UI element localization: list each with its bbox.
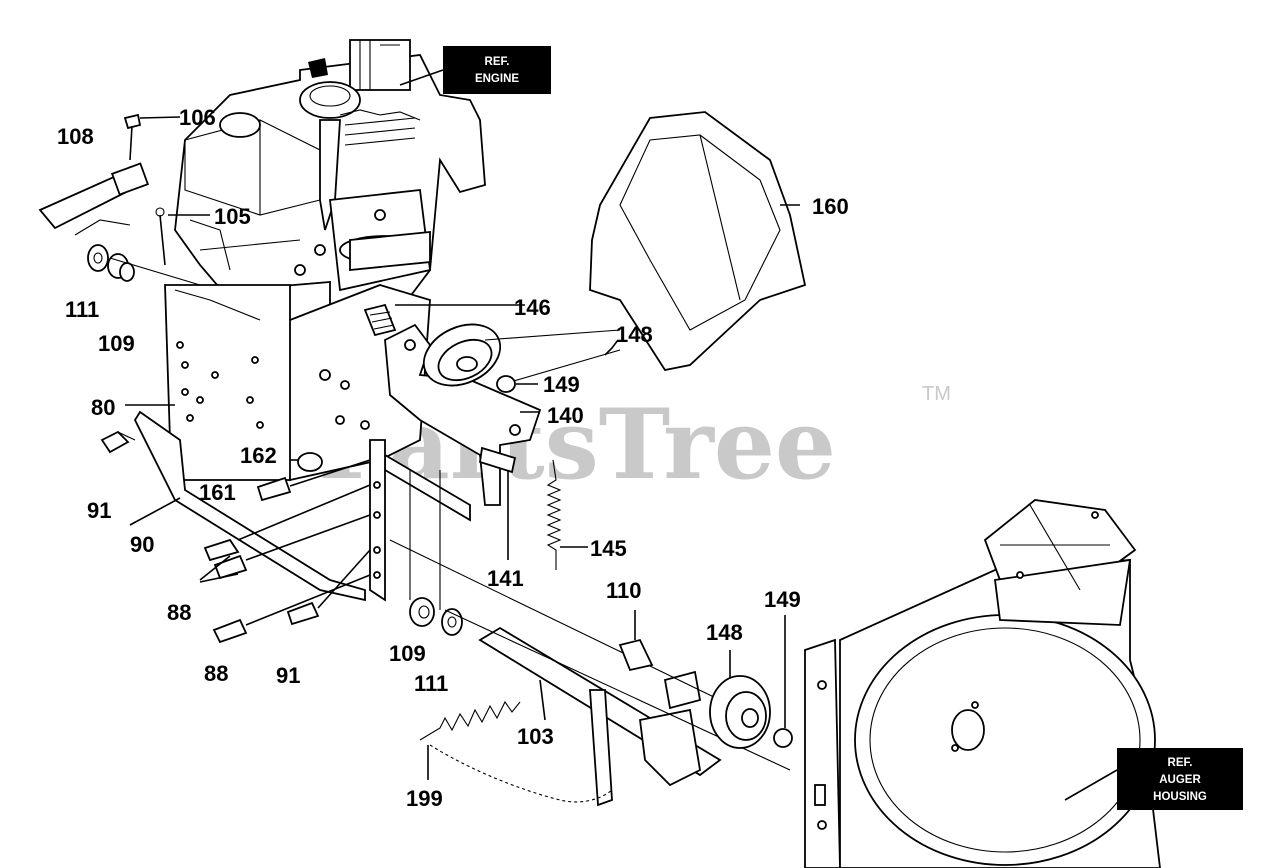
label-140: 140 (547, 403, 584, 428)
part-148-pulley-top (422, 323, 621, 387)
part-91-bolt-top (100, 430, 136, 454)
part-199-spring (419, 700, 613, 803)
ref-engine-line1: REF. (485, 56, 510, 68)
side-frame (289, 284, 471, 602)
part-91-bolt-lower (286, 549, 371, 626)
label-149-top: 149 (543, 372, 580, 397)
part-88-bolt-lower (212, 574, 371, 644)
part-111-washer-top (87, 244, 109, 272)
leader-148-top (604, 339, 619, 356)
label-141: 141 (487, 566, 524, 591)
part-labels: 108 106 105 111 109 146 148 149 140 160 … (57, 105, 849, 811)
ref-engine-line2: ENGINE (475, 73, 519, 85)
part-109-bushing-top (107, 253, 135, 282)
part-90-bracket (129, 410, 366, 602)
ref-engine-box: REF. ENGINE (399, 46, 551, 94)
label-88-upper: 88 (167, 600, 191, 625)
label-162: 162 (240, 443, 277, 468)
part-148-pulley-lower (709, 650, 771, 749)
label-105: 105 (214, 204, 251, 229)
watermark-tm: TM (922, 383, 951, 405)
part-88-bolts-upper (199, 484, 371, 583)
label-106: 106 (179, 105, 216, 130)
label-146: 146 (514, 295, 551, 320)
label-149-lower: 149 (764, 587, 801, 612)
label-199: 199 (406, 786, 443, 811)
label-109-lower: 109 (389, 641, 426, 666)
ref-auger-line3: HOUSING (1153, 791, 1207, 803)
label-110: 110 (606, 578, 642, 603)
label-80: 80 (91, 395, 115, 420)
label-148-lower: 148 (706, 620, 743, 645)
ref-auger-housing-box: REF. AUGER HOUSING (1064, 748, 1243, 810)
part-162-washer (290, 452, 323, 472)
part-108-bracket (38, 162, 150, 236)
part-149-nut-lower (773, 615, 793, 748)
ref-auger-line1: REF. (1168, 757, 1193, 769)
label-145: 145 (590, 536, 627, 561)
label-88-lower: 88 (204, 661, 228, 686)
label-161: 161 (199, 480, 236, 505)
label-111-lower: 111 (414, 671, 448, 696)
label-103: 103 (517, 724, 554, 749)
part-105-pin (155, 207, 210, 266)
label-91-lower: 91 (276, 663, 300, 688)
part-106-pin (123, 113, 181, 161)
auger-housing (804, 499, 1161, 868)
part-103-shaft (478, 626, 722, 807)
label-148-top: 148 (616, 322, 653, 347)
label-160: 160 (812, 194, 849, 219)
label-111-top: 111 (65, 297, 99, 322)
ref-auger-line2: AUGER (1159, 774, 1201, 786)
part-149-nut-top (496, 375, 538, 393)
label-90: 90 (130, 532, 154, 557)
label-108: 108 (57, 124, 94, 149)
part-110-bolt (618, 610, 654, 672)
part-141-bolt (479, 446, 517, 560)
label-109-top: 109 (98, 331, 135, 356)
part-160-cover (589, 111, 807, 372)
part-145-spring (546, 459, 588, 570)
part-146-bolt (363, 303, 525, 337)
part-161-bolt (256, 459, 371, 502)
part-109-bushing-lower (409, 597, 435, 627)
label-91-top: 91 (87, 498, 111, 523)
